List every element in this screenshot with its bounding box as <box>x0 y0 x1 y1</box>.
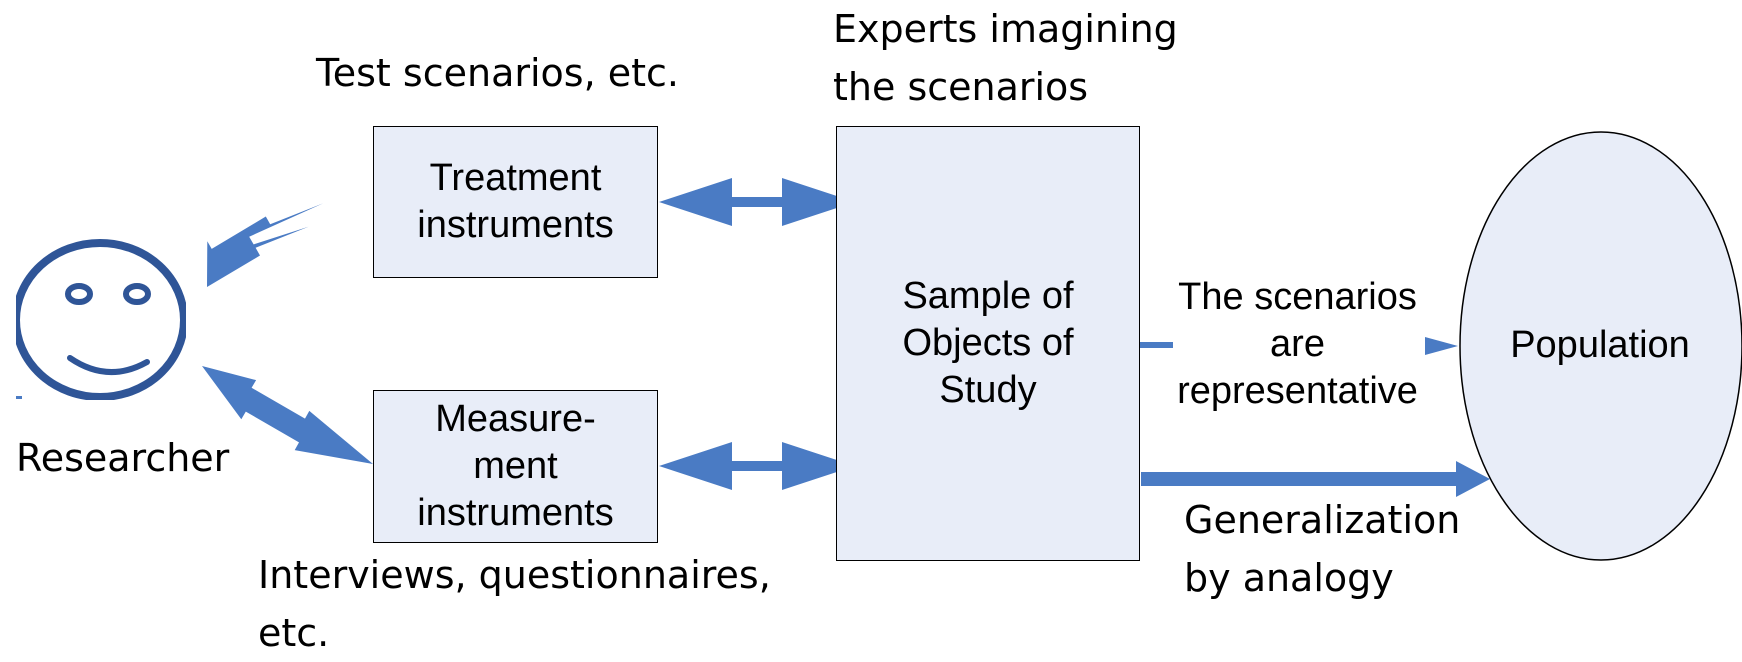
arrow-representative-head <box>1425 337 1458 355</box>
researcher-face-icon <box>16 239 186 400</box>
population-ellipse <box>1459 131 1742 561</box>
sample-objects-box: Sample of Objects of Study <box>836 126 1140 561</box>
population-label: Population <box>1510 324 1690 366</box>
sample-caption: Experts imagining the scenarios <box>833 7 1178 109</box>
measurement-instruments-box: Measure- ment instruments <box>373 390 658 543</box>
researcher-dot <box>16 396 22 399</box>
arrow-researcher-treatment <box>207 203 324 287</box>
measurement-caption: Interviews, questionnaires, etc. <box>258 553 771 655</box>
arrow-researcher-measurement <box>202 366 373 464</box>
treatment-instruments-box: Treatment instruments <box>373 126 658 278</box>
researcher-label: Researcher <box>16 436 230 480</box>
representative-label: The scenarios are representative <box>1177 276 1418 412</box>
generalization-label: Generalization by analogy <box>1184 498 1461 600</box>
arrow-treatment-sample <box>659 178 855 226</box>
arrow-generalization <box>1141 461 1490 497</box>
arrow-representative-tail <box>1135 342 1173 348</box>
treatment-caption: Test scenarios, etc. <box>316 51 679 95</box>
arrow-measurement-sample <box>659 442 855 490</box>
